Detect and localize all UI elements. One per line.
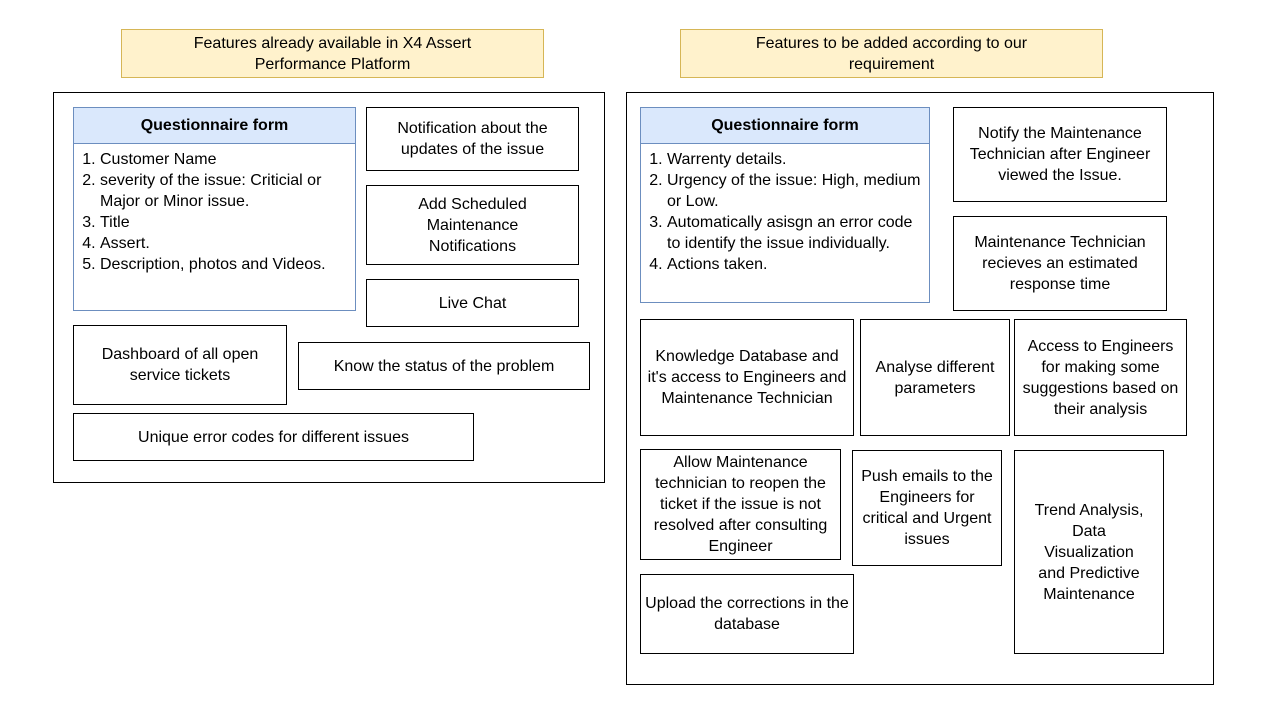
knowledge-database-box: Knowledge Database and it's access to En… xyxy=(640,319,854,436)
list-item: Customer Name xyxy=(100,149,349,170)
list-item: severity of the issue: Criticial or Majo… xyxy=(100,170,349,212)
left-form-body: Customer Name severity of the issue: Cri… xyxy=(73,144,356,311)
trend-analysis-box: Trend Analysis, Data Visualization and P… xyxy=(1014,450,1164,654)
left-form-list: Customer Name severity of the issue: Cri… xyxy=(80,149,349,275)
right-header: Features to be added according to our re… xyxy=(680,29,1103,78)
notification-box: Notification about the updates of the is… xyxy=(366,107,579,171)
dashboard-box: Dashboard of all open service tickets xyxy=(73,325,287,405)
list-item: Automatically asisgn an error code to id… xyxy=(667,212,923,254)
status-box: Know the status of the problem xyxy=(298,342,590,390)
scheduled-maintenance-box: Add Scheduled Maintenance Notifications xyxy=(366,185,579,265)
push-emails-box: Push emails to the Engineers for critica… xyxy=(852,450,1002,566)
left-form-title: Questionnaire form xyxy=(73,107,356,144)
right-form-title: Questionnaire form xyxy=(640,107,930,144)
right-form-body: Warrenty details. Urgency of the issue: … xyxy=(640,144,930,303)
right-form-list: Warrenty details. Urgency of the issue: … xyxy=(647,149,923,275)
list-item: Title xyxy=(100,212,349,233)
response-time-box: Maintenance Technician recieves an estim… xyxy=(953,216,1167,311)
live-chat-box: Live Chat xyxy=(366,279,579,327)
notify-technician-box: Notify the Maintenance Technician after … xyxy=(953,107,1167,202)
access-engineers-box: Access to Engineers for making some sugg… xyxy=(1014,319,1187,436)
list-item: Actions taken. xyxy=(667,254,923,275)
list-item: Description, photos and Videos. xyxy=(100,254,349,275)
analyse-parameters-box: Analyse different parameters xyxy=(860,319,1010,436)
list-item: Assert. xyxy=(100,233,349,254)
reopen-ticket-box: Allow Maintenance technician to reopen t… xyxy=(640,449,841,560)
list-item: Urgency of the issue: High, medium or Lo… xyxy=(667,170,923,212)
left-header: Features already available in X4 Assert … xyxy=(121,29,544,78)
list-item: Warrenty details. xyxy=(667,149,923,170)
error-codes-box: Unique error codes for different issues xyxy=(73,413,474,461)
upload-corrections-box: Upload the corrections in the database xyxy=(640,574,854,654)
